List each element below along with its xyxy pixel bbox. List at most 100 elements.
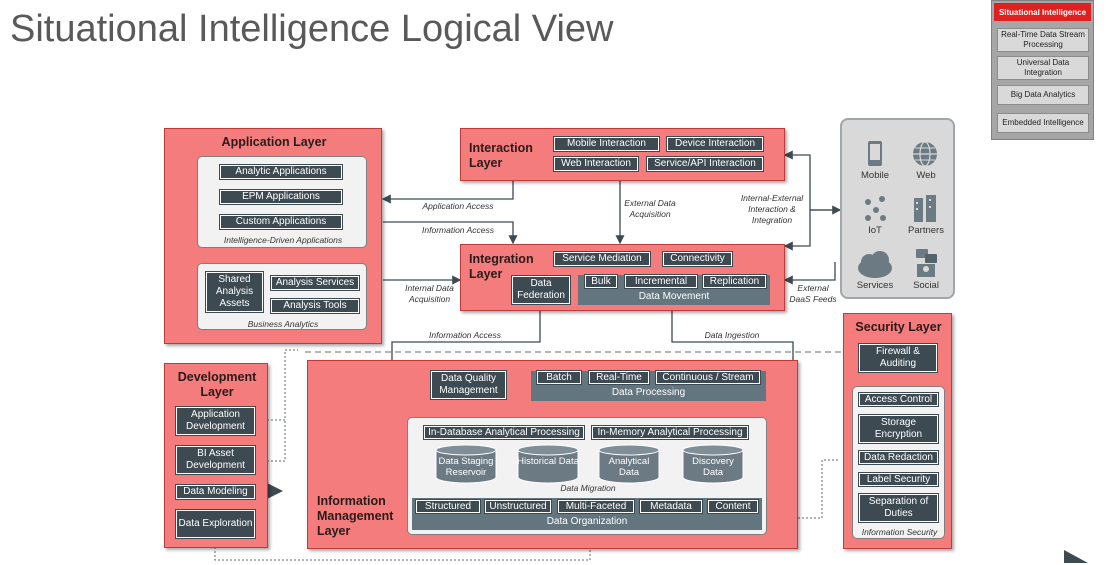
structured-box: Structured xyxy=(416,500,480,513)
application-layer: Application Layer Analytic Applications … xyxy=(164,128,382,344)
application-layer-title: Application Layer xyxy=(221,135,327,149)
page-title: Situational Intelligence Logical View xyxy=(10,8,614,50)
continuous-stream-box: Continuous / Stream xyxy=(656,371,760,384)
data-redaction-box: Data Redaction xyxy=(859,451,938,464)
incremental-box: Incremental xyxy=(625,275,697,288)
partners-icon xyxy=(914,195,936,222)
access-control-box: Access Control xyxy=(859,393,938,406)
data-modeling-box: Data Modeling xyxy=(176,485,255,499)
data-federation-box: Data Federation xyxy=(512,276,570,304)
dev-dotted-line xyxy=(255,349,298,421)
daas-feeds-label: External DaaS Feeds xyxy=(789,283,837,304)
application-access-line xyxy=(381,181,514,204)
bi-asset-development-box: BI Asset Development xyxy=(176,446,255,474)
web-interaction-box: Web Interaction xyxy=(554,157,638,171)
analytics-caption: Business Analytics xyxy=(247,319,319,329)
data-migration-label: Data Migration xyxy=(560,483,616,493)
data-movement-label: Data Movement xyxy=(638,291,710,302)
device-interaction-box: Device Interaction xyxy=(667,137,763,151)
information-access-top-line xyxy=(383,221,518,245)
bulk-box: Bulk xyxy=(585,275,617,288)
data-quality-box: Data Quality Management xyxy=(431,371,506,399)
staging-reservoir-label: Data Staging Reservoir xyxy=(438,456,494,478)
storage-encryption-box: Storage Encryption xyxy=(859,415,938,443)
development-layer-title: Development Layer xyxy=(177,370,257,399)
nav-item-data-integration[interactable]: Universal Data Integration xyxy=(997,56,1089,80)
multi-faceted-box: Multi-Faceted xyxy=(558,500,634,513)
information-management-layer: Information Management Layer Data Qualit… xyxy=(307,360,798,549)
mobile-icon xyxy=(868,141,882,166)
interaction-layer-title: Interaction Layer xyxy=(469,141,533,170)
information-access-low-label: Information Access xyxy=(429,330,501,340)
in-database-processing-box: In-Database Analytical Processing xyxy=(424,426,584,439)
information-security-panel: Access Control Storage Encryption Data R… xyxy=(852,386,945,539)
external-acquisition-label: External Data Acquisition xyxy=(624,198,676,219)
security-layer-title: Security Layer xyxy=(855,320,942,334)
data-store-panel: In-Database Analytical Processing In-Mem… xyxy=(407,417,767,535)
interaction-layer: Interaction Layer Mobile Interaction Dev… xyxy=(460,128,785,181)
social-icon xyxy=(916,249,937,277)
daas-line xyxy=(783,262,836,285)
service-mediation-box: Service Mediation xyxy=(554,252,650,266)
security-layer: Security Layer Firewall & Auditing Acces… xyxy=(843,313,952,549)
analysis-services-box: Analysis Services xyxy=(271,276,359,290)
business-analytics-panel: Shared Analysis Assets Analysis Services… xyxy=(197,263,367,330)
channel-mobile-label: Mobile xyxy=(861,170,889,181)
integration-layer: Integration Layer Service Mediation Conn… xyxy=(460,244,785,311)
in-memory-processing-box: In-Memory Analytical Processing xyxy=(592,426,748,439)
channel-partners-label: Partners xyxy=(908,225,944,236)
channel-services-label: Services xyxy=(856,280,894,291)
service-api-interaction-box: Service/API Interaction xyxy=(647,157,763,171)
batch-box: Batch xyxy=(537,371,581,384)
integration-layer-title: Integration Layer xyxy=(469,252,534,281)
web-icon xyxy=(913,141,937,167)
intelligence-apps-panel: Analytic Applications EPM Applications C… xyxy=(197,156,367,248)
content-box: Content xyxy=(708,500,758,513)
channel-iot-label: IoT xyxy=(868,225,882,236)
label-security-box: Label Security xyxy=(859,473,938,486)
separation-of-duties-box: Separation of Duties xyxy=(859,494,938,522)
connectivity-box: Connectivity xyxy=(663,252,732,266)
analysis-tools-box: Analysis Tools xyxy=(271,299,359,313)
historical-data-cylinder xyxy=(517,444,579,484)
discovery-data-label: Discovery Data xyxy=(692,456,734,478)
data-processing-label: Data Processing xyxy=(611,387,686,398)
analytical-data-cylinder xyxy=(598,444,660,484)
information-access-top-label: Information Access xyxy=(422,225,494,235)
data-exploration-box: Data Exploration xyxy=(176,510,255,538)
data-ingestion-label: Data Ingestion xyxy=(704,330,760,340)
section-nav: Situational Intelligence Real-Time Data … xyxy=(991,0,1094,140)
development-layer: Development Layer Application Developmen… xyxy=(164,363,268,548)
shared-analysis-assets-box: Shared Analysis Assets xyxy=(206,272,263,312)
channel-web-label: Web xyxy=(916,170,936,181)
nav-item-stream-processing[interactable]: Real-Time Data Stream Processing xyxy=(997,28,1089,52)
nav-item-embedded-intelligence[interactable]: Embedded Intelligence xyxy=(997,113,1089,133)
replication-box: Replication xyxy=(703,275,766,288)
information-security-caption: Information Security xyxy=(861,527,938,537)
discovery-data-cylinder xyxy=(682,444,744,484)
nav-item-situational-intelligence[interactable]: Situational Intelligence xyxy=(994,3,1091,21)
next-slide-icon[interactable] xyxy=(1062,548,1092,565)
historical-data-label: Historical Data xyxy=(517,456,579,467)
custom-applications-box: Custom Applications xyxy=(220,215,342,229)
application-access-label: Application Access xyxy=(422,201,494,211)
internal-acquisition-label: Internal Data Acquisition xyxy=(405,283,454,304)
internal-external-label: Internal-External Interaction & Integrat… xyxy=(740,193,804,225)
mobile-interaction-box: Mobile Interaction xyxy=(554,137,659,151)
nav-item-big-data[interactable]: Big Data Analytics xyxy=(997,85,1089,105)
analytical-data-label: Analytical Data xyxy=(608,456,650,478)
firewall-auditing-box: Firewall & Auditing xyxy=(859,344,937,372)
channel-social-label: Social xyxy=(913,280,939,291)
channels-panel: Mobile Web IoT Partners Services Social xyxy=(840,118,955,299)
internal-external-line-b xyxy=(783,210,811,251)
iot-icon xyxy=(865,196,886,221)
metadata-box: Metadata xyxy=(640,500,702,513)
cloud-icon xyxy=(858,251,892,278)
analytic-applications-box: Analytic Applications xyxy=(220,165,342,179)
epm-applications-box: EPM Applications xyxy=(220,190,342,204)
staging-reservoir-cylinder xyxy=(435,444,497,484)
apps-caption: Intelligence-Driven Applications xyxy=(223,235,343,245)
real-time-box: Real-Time xyxy=(589,371,649,384)
data-organization-label: Data Organization xyxy=(546,516,628,527)
unstructured-box: Unstructured xyxy=(485,500,551,513)
